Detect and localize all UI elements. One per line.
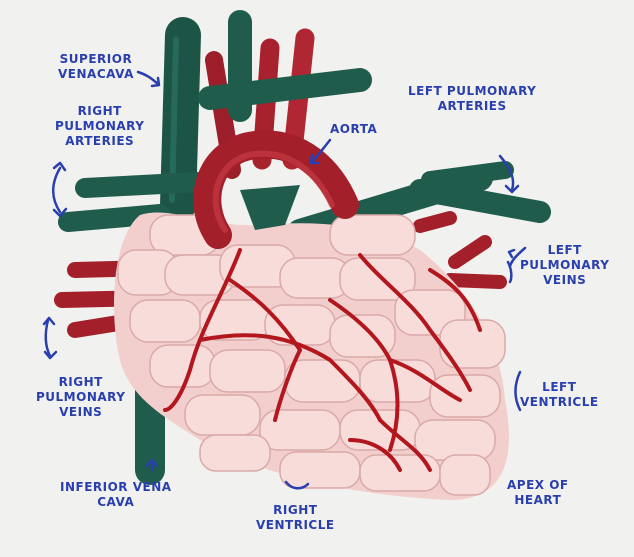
label-left-ventricle: Left Ventricle [520, 380, 599, 409]
label-left-pulmonary-veins: Left Pulmonary Veins [520, 243, 610, 287]
label-inferior-vena-cava: Inferior Vena Cava [60, 480, 172, 509]
label-superior-vena-cava: Superior Venacava [58, 52, 134, 81]
upper-green-tube [198, 68, 372, 110]
label-right-pulmonary-arteries: Right Pulmonary Arteries [55, 104, 145, 148]
label-right-pulmonary-veins: Right Pulmonary Veins [36, 375, 126, 419]
coronary-licorice-lines [163, 248, 482, 472]
label-left-pulmonary-arteries: Left Pulmonary Arteries [408, 84, 537, 113]
label-aorta: Aorta [330, 122, 378, 136]
left-pulmonary-artery-tubes [287, 161, 551, 245]
aorta-arch [193, 130, 359, 249]
label-right-ventricle: Right Ventricle [256, 503, 335, 532]
left-pulmonary-vein-tubes [413, 211, 507, 289]
label-apex-of-heart: Apex of Heart [507, 478, 569, 507]
annotation-arrows [42, 70, 527, 490]
